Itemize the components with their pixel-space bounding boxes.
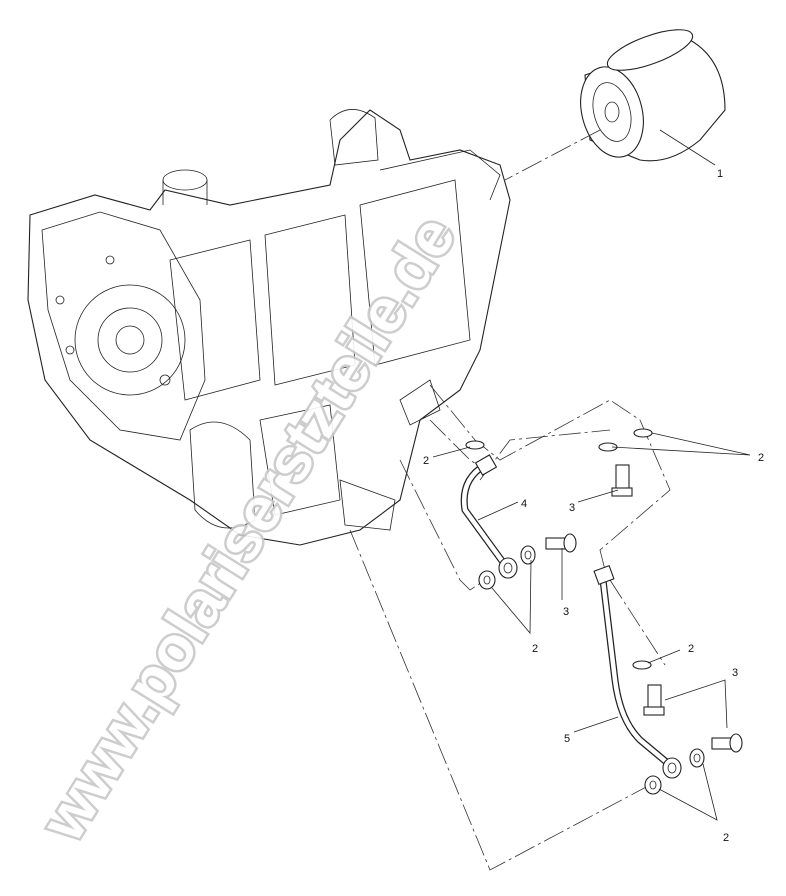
callout-filter: 1 bbox=[717, 168, 723, 180]
oil-filter bbox=[580, 29, 726, 162]
callout-numbers: 1 2 2 4 3 3 2 2 3 5 2 bbox=[423, 168, 764, 844]
callout-pipe-lower: 5 bbox=[564, 733, 570, 745]
engine-crankcase bbox=[27, 109, 511, 546]
callout-pipe-upper: 4 bbox=[521, 498, 527, 510]
watermark: www.polariserstzteile.de bbox=[28, 204, 469, 853]
callout-washers-bottom: 2 bbox=[723, 832, 729, 844]
washers bbox=[465, 428, 705, 795]
callout-washers-mid: 2 bbox=[532, 643, 538, 655]
callout-bolt-middle: 3 bbox=[563, 606, 569, 618]
callout-bolt-upper: 3 bbox=[569, 502, 575, 514]
leader-lines bbox=[432, 129, 751, 821]
callout-washer-top-right: 2 bbox=[758, 452, 764, 464]
banjo-bolts bbox=[545, 464, 743, 753]
callout-washer-lower: 2 bbox=[688, 643, 694, 655]
oil-pipe-5 bbox=[593, 564, 682, 779]
callout-washer-top-left: 2 bbox=[423, 455, 429, 467]
callout-bolts-lower: 3 bbox=[732, 667, 738, 679]
oil-pipe-4 bbox=[460, 454, 518, 579]
